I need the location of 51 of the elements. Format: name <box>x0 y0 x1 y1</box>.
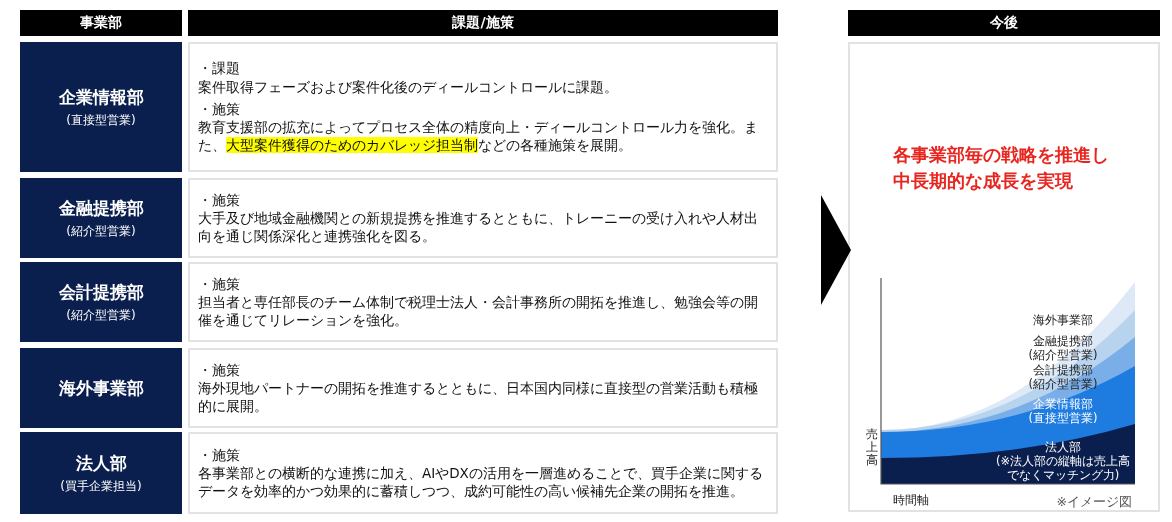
description-text: 各事業部との横断的な連携に加え、AIやDXの活用を一層進めることで、買手企業に関するデータを効率的かつ効果的に蓄積しつつ、成約可能性の高い候補先企業の開拓を推進。 <box>198 463 764 501</box>
bullet-heading: ・施策 <box>198 274 241 293</box>
header-bar <box>20 10 182 36</box>
content-box <box>188 432 778 514</box>
chart-label: 海外事業部 <box>1033 314 1093 328</box>
bullet-heading: ・施策 <box>198 190 241 209</box>
department-box <box>20 348 182 428</box>
department-name: 会計提携部 <box>58 280 144 304</box>
bullet-heading: ・課題 <box>198 59 241 78</box>
bullet-heading: ・施策 <box>198 360 241 379</box>
description-text: 大手及び地域金融機関との新規提携を推進するとともに、トレーニーの受け入れや人材出向を通じ関係深化と連携強化を図る。 <box>198 208 759 246</box>
department-name: 企業情報部 <box>58 85 144 109</box>
department-box <box>20 42 182 172</box>
bullet-heading: ・施策 <box>198 99 241 119</box>
department-box <box>20 262 182 342</box>
department-subtitle: (紹介型営業) <box>66 306 136 324</box>
description-text: 海外現地パートナーの開拓を推進するとともに、日本国内同様に直接型の営業活動も積極的に展開。 <box>198 378 759 416</box>
header-text: 事業部 <box>80 14 122 32</box>
description-text: 担当者と専任部長のチーム体制で税理士法人・会計事務所の開拓を推進し、勉強会等の開催を通じてリレーションを強化。 <box>198 292 759 330</box>
chart-label: (紹介型営業) <box>1028 349 1098 363</box>
chart-label: (紹介型営業) <box>1028 378 1098 392</box>
description-text: 案件取得フェーズおよび案件化後のディールコントロールに課題。 <box>198 77 619 96</box>
header-text: 今後 <box>990 14 1018 32</box>
header-bar <box>188 10 778 36</box>
content-box <box>188 262 778 342</box>
bullet-heading: ・施策 <box>198 445 241 464</box>
department-name: 金融提携部 <box>58 196 144 220</box>
department-name: 法人部 <box>75 451 127 475</box>
content-box <box>188 348 778 428</box>
chart-label: 金融提携部 <box>1033 335 1093 349</box>
department-box <box>20 432 182 514</box>
axis-label: 時間軸 <box>893 494 929 508</box>
content-box <box>188 42 778 172</box>
department-box <box>20 178 182 258</box>
strategy-text: 各事業部毎の戦略を推進し中長期的な成長を実現 <box>893 143 1111 194</box>
department-subtitle: (紹介型営業) <box>66 222 136 240</box>
axis-label: 売上高 <box>866 428 878 468</box>
chart-label: 企業情報部 <box>1033 398 1093 412</box>
content-box <box>188 178 778 258</box>
header-bar <box>848 10 1160 36</box>
chevron-arrow <box>820 195 851 305</box>
note-text: ※イメージ図 <box>1056 494 1132 509</box>
department-name: 海外事業部 <box>58 376 144 400</box>
chart-label: 会計提携部 <box>1033 364 1093 378</box>
chart-label: (直接型営業) <box>1028 412 1098 426</box>
chart-label: (※法人部の縦軸は売上高でなくマッチング力) <box>995 455 1131 483</box>
description-text: 教育支援部の拡充によってプロセス全体の精度向上・ディールコントロール力を強化。また、大型案件獲得のためのカバレッジ担当制などの各種施策を展開。 <box>198 118 759 155</box>
header-text: 課題/施策 <box>452 14 514 32</box>
department-subtitle: (買手企業担当) <box>60 477 142 495</box>
chart-label: 法人部 <box>1045 441 1081 455</box>
department-subtitle: (直接型営業) <box>66 111 136 129</box>
